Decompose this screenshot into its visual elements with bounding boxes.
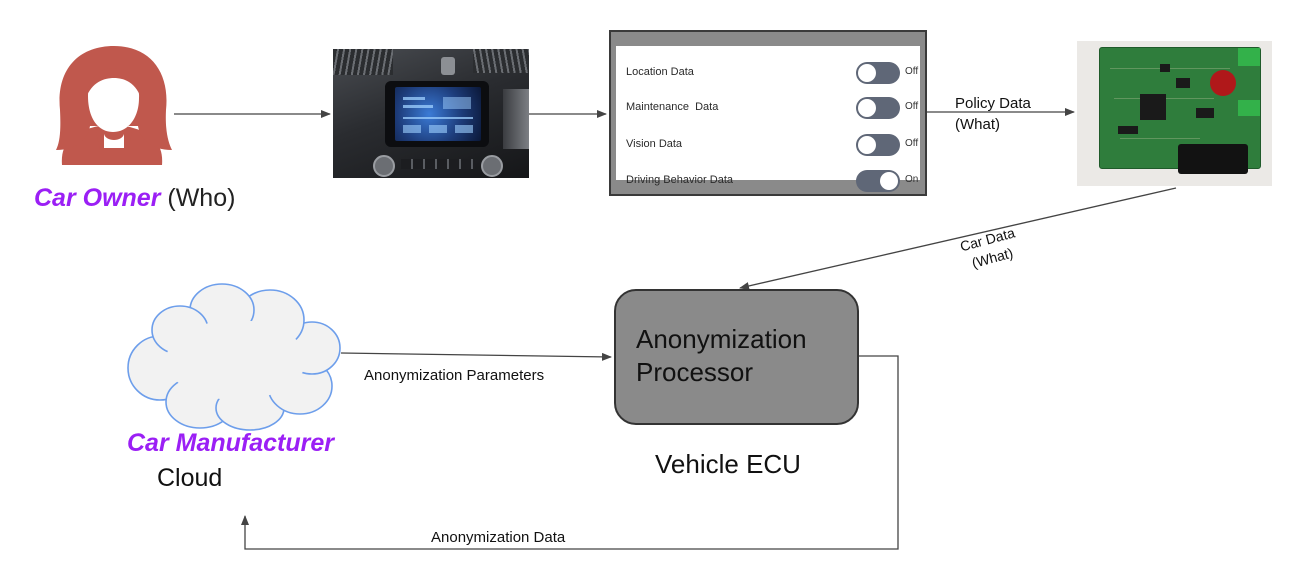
processor-title: Anonymization Processor (636, 323, 807, 389)
privacy-settings-panel: Location Data Off Maintenance Data Off V… (609, 30, 927, 196)
setting-row-maintenance: Maintenance Data Off (616, 91, 920, 127)
processor-line2: Processor (636, 357, 754, 387)
car-owner-role: Car Owner (34, 184, 161, 212)
ecu-board-picture (1077, 41, 1272, 186)
setting-label: Location Data (626, 66, 694, 78)
toggle-state: Off (905, 138, 919, 149)
vision-data-toggle[interactable] (856, 134, 900, 156)
car-dashboard-picture (333, 49, 529, 178)
toggle-state: Off (905, 66, 919, 77)
setting-row-location: Location Data Off (616, 56, 920, 92)
car-manufacturer-label: Car Manufacturer (127, 429, 334, 457)
anonymization-processor-box (614, 289, 859, 425)
policy-data-line2: (What) (955, 116, 1000, 133)
anonymization-data-arrow (241, 355, 899, 550)
location-data-toggle[interactable] (856, 62, 900, 84)
setting-row-driving-behavior: Driving Behavior Data On (616, 164, 920, 200)
cloud-label: Cloud (157, 464, 223, 492)
setting-row-vision: Vision Data Off (616, 128, 920, 164)
infotainment-screen (395, 87, 481, 141)
setting-label: Vision Data (626, 138, 683, 150)
anonymization-parameters-arrow (340, 352, 612, 361)
anonymization-parameters-label: Anonymization Parameters (364, 367, 545, 384)
maintenance-data-toggle[interactable] (856, 97, 900, 119)
setting-label: Maintenance Data (626, 101, 719, 113)
driving-behavior-data-toggle[interactable] (856, 170, 900, 192)
car-data-arrow (739, 187, 1177, 290)
setting-label: Driving Behavior Data (626, 174, 733, 186)
person-icon (56, 46, 172, 165)
vehicle-ecu-label: Vehicle ECU (655, 449, 801, 479)
toggle-state: Off (905, 101, 919, 112)
car-owner-label: Car Owner (Who) (34, 184, 235, 213)
policy-data-label: Policy Data (What) (955, 93, 1031, 135)
settings-list: Location Data Off Maintenance Data Off V… (616, 46, 920, 192)
toggle-state: On (905, 174, 919, 185)
car-owner-qualifier: (Who) (160, 184, 236, 212)
anonymization-data-label: Anonymization Data (431, 529, 566, 546)
cloud-icon (127, 283, 341, 431)
processor-line1: Anonymization (636, 324, 807, 354)
policy-data-line1: Policy Data (955, 95, 1031, 112)
